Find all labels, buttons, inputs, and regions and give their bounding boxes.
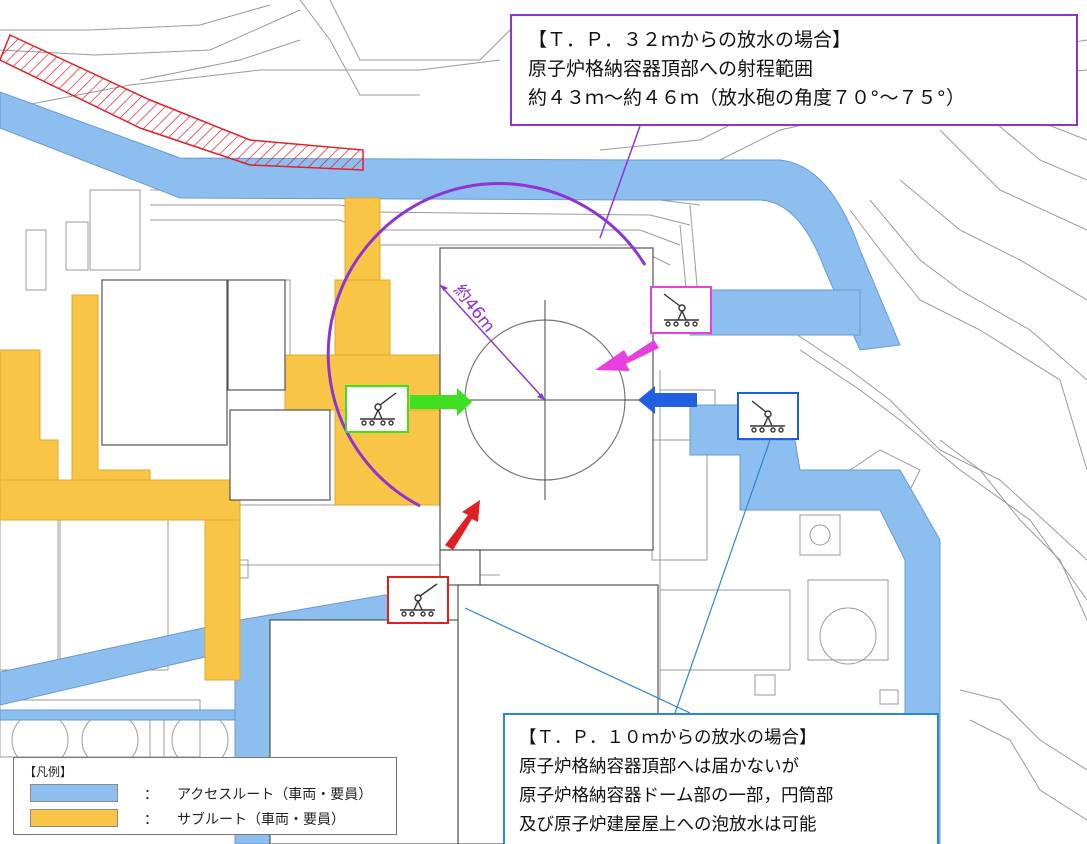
callout-tp10-line-4: 及び原子炉建屋屋上への泡放水は可能 bbox=[519, 815, 817, 835]
cannon-red bbox=[387, 576, 449, 624]
callout-tp10-line-3: 原子炉格納容器ドーム部の一部，円筒部 bbox=[519, 786, 834, 806]
range-arc bbox=[326, 181, 647, 508]
leader-line-red bbox=[464, 607, 691, 714]
callout-tp10: 【Ｔ．Ｐ．１０ｍからの放水の場合】 原子炉格納容器頂部へは届かないが 原子炉格納… bbox=[503, 713, 939, 844]
leader-line-blue bbox=[674, 439, 771, 714]
water-cannon-icon bbox=[663, 293, 699, 327]
arrow-green bbox=[410, 388, 472, 416]
callout-tp32-line-2: 原子炉格納容器頂部への射程範囲 bbox=[528, 58, 814, 80]
legend-colon: ： bbox=[144, 787, 158, 803]
legend-title: 【凡例】 bbox=[24, 765, 73, 779]
legend-item-sub-route: ： サブルート（車両・要員） bbox=[30, 809, 390, 829]
callout-tp10-line-2: 原子炉格納容器頂部へは届かないが bbox=[519, 757, 799, 777]
legend-item-access-route: ： アクセスルート（車両・要員） bbox=[30, 784, 390, 804]
arrow-magenta bbox=[595, 340, 659, 371]
radius-line bbox=[439, 284, 546, 401]
red-hatched-area bbox=[0, 33, 364, 171]
sub-route-swatch bbox=[30, 809, 118, 827]
cannon-green bbox=[345, 385, 409, 433]
cannon-blue bbox=[737, 392, 799, 440]
access-route-swatch bbox=[30, 784, 118, 802]
sub-route bbox=[0, 197, 441, 681]
arrow-blue bbox=[638, 386, 697, 414]
legend-label-access-route: アクセスルート（車両・要員） bbox=[177, 787, 373, 803]
callout-tp10-line-1: 【Ｔ．Ｐ．１０ｍからの放水の場合】 bbox=[519, 728, 817, 748]
cannon-magenta bbox=[650, 286, 712, 334]
callout-tp32: 【Ｔ．Ｐ．３２ｍからの放水の場合】 原子炉格納容器頂部への射程範囲 約４３ｍ～約… bbox=[510, 14, 1078, 126]
arrow-red bbox=[445, 500, 480, 550]
callout-tp32-line-1: 【Ｔ．Ｐ．３２ｍからの放水の場合】 bbox=[528, 29, 852, 51]
legend: 【凡例】 ： アクセスルート（車両・要員） ： サブルート（車両・要員） bbox=[13, 757, 397, 835]
legend-label-sub-route: サブルート（車両・要員） bbox=[177, 812, 345, 828]
water-cannon-icon bbox=[400, 583, 438, 617]
callout-tp32-line-3: 約４３ｍ～約４６ｍ（放水砲の角度７０°～７５°） bbox=[528, 87, 966, 109]
water-cannon-icon bbox=[750, 400, 785, 433]
leader-line-top bbox=[599, 125, 641, 239]
legend-colon: ： bbox=[144, 812, 158, 828]
water-cannon-icon bbox=[360, 392, 397, 426]
